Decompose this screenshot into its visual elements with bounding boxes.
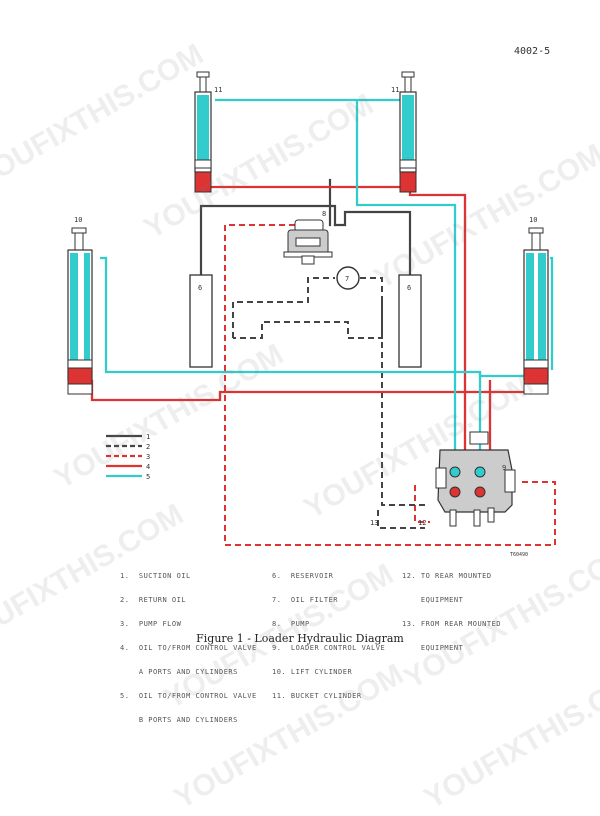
a-port-lift-right [488,380,530,394]
b-port-lines [100,98,554,460]
watermark: YOUFIXTHIS.COM [418,657,600,816]
legend-column-3: 12. TO REAR MOUNTED EQUIPMENT 13. FROM R… [402,556,501,668]
figure-caption: Figure 1 - Loader Hydraulic Diagram [196,632,404,645]
suction-to-filter [232,277,335,338]
callout-lift-right: 10 [529,216,537,224]
callout-rear-from: 13 [370,519,378,527]
legend-column-1: 1. SUCTION OIL 2. RETURN OIL 3. PUMP FLO… [120,556,257,740]
return-line-right [333,210,412,277]
callout-rear-to: 12 [418,519,426,527]
loader-control-valve [435,431,516,527]
legend-item: 11. BUCKET CYLINDER [272,692,362,700]
b-port-lift-right [478,372,524,378]
legend-item: EQUIPMENT [420,596,464,604]
callout-lift-left: 10 [74,216,82,224]
callout-reservoir-right: 6 [407,284,411,292]
hydraulic-diagram: 1 2 3 4 5 11 11 10 10 6 6 7 8 9 12 13 T6… [67,71,556,558]
b-port-lift-left [100,256,482,460]
pump-flow-lines [224,224,556,546]
legend-item: 6. RESERVOIR [272,572,334,580]
legend-key-3: 3 [146,453,150,461]
legend-item: 12. TO REAR MOUNTED [402,572,492,580]
return-line-left [199,204,337,277]
reservoir-right [398,274,422,368]
pump [283,219,333,265]
legend-column-2: 6. RESERVOIR 7. OIL FILTER 8. PUMP 9. LO… [272,556,385,716]
bucket-cylinder-left [194,71,212,193]
legend-item: 10. LIFT CYLINDER [272,668,353,676]
callout-bucket-right: 11 [391,86,399,94]
callout-pump: 8 [322,210,326,218]
page-number: 4002-5 [514,46,551,57]
legend-item: EQUIPMENT [420,644,464,652]
legend-item: 7. OIL FILTER [272,596,339,604]
legend-item: A PORTS AND CYLINDERS [138,668,238,676]
line-legend [106,434,142,478]
return-from-valve [381,302,428,506]
a-port-lift-left [90,380,492,470]
legend-key-5: 5 [146,473,150,481]
callout-valve: 9 [502,464,506,472]
legend-item: 3. PUMP FLOW [120,620,182,628]
legend-key-4: 4 [146,463,150,471]
callout-reservoir-left: 6 [198,284,202,292]
drawing-number: T60490 [510,552,528,558]
legend-item: 4. OIL TO/FROM CONTROL VALVE [120,644,257,652]
lift-cylinder-right [523,227,549,395]
manual-page: 4002-5 [0,38,600,816]
oil-filter [336,266,360,290]
rear-equipment-line-12 [414,485,430,523]
reservoir-left [189,274,213,368]
pump-flow-loop [224,224,556,546]
legend-key-2: 2 [146,443,150,451]
legend-item: 13. FROM REAR MOUNTED [402,620,502,628]
callout-filter: 7 [345,275,349,283]
legend-item: 2. RETURN OIL [120,596,187,604]
return-dashed-lines [232,277,428,529]
legend-item: B PORTS AND CYLINDERS [138,716,238,724]
legend-item: 5. OIL TO/FROM CONTROL VALVE [120,692,257,700]
legend-item: 1. SUCTION OIL [120,572,191,580]
b-port-bucket-to-valve [355,100,457,460]
b-port-lift-right-top [550,256,554,370]
legend-item: 8. PUMP [272,620,310,628]
bucket-cylinder-right [399,71,417,193]
callout-bucket-left: 11 [214,86,222,94]
legend-item: 9. LOADER CONTROL VALVE [272,644,386,652]
rear-equipment-line-13 [377,510,425,529]
legend-key-1: 1 [146,433,150,441]
lift-cylinder-left [67,227,93,395]
filter-return-loop [233,277,383,339]
